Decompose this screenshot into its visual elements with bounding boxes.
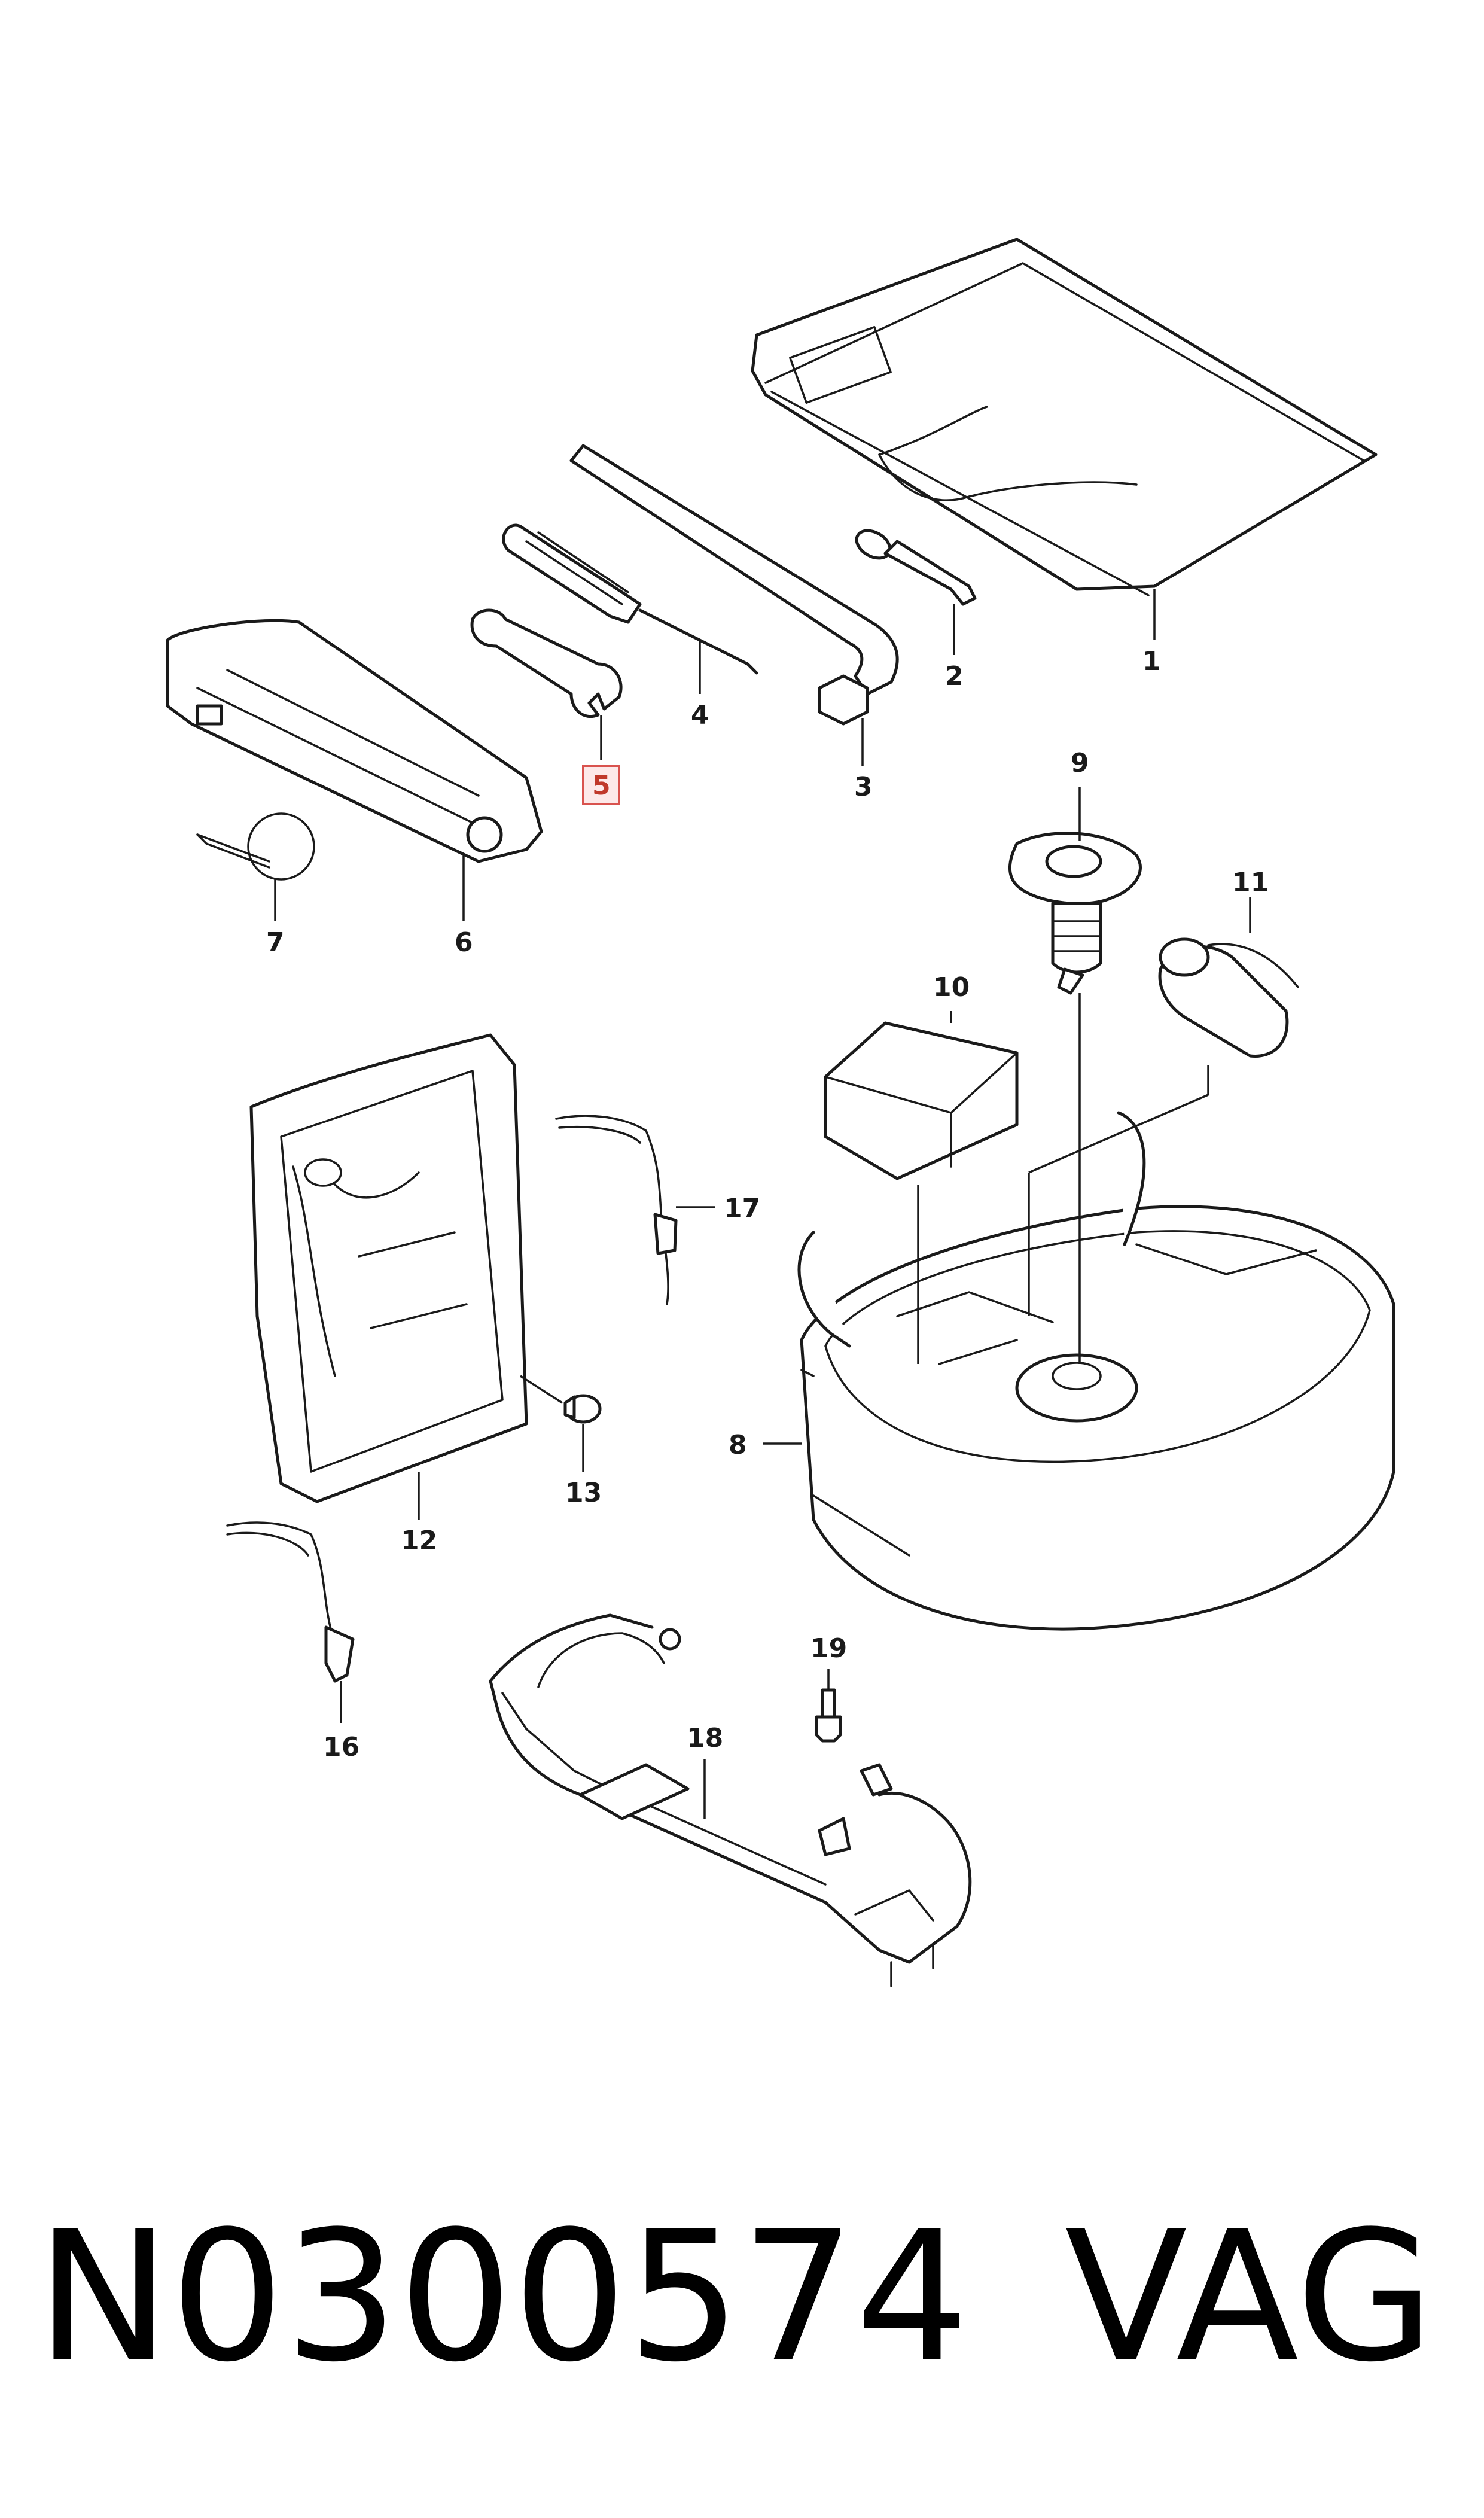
part-6-jack — [166, 619, 543, 863]
part-1-cover-board — [751, 238, 1378, 596]
part-4-screwdriver — [502, 523, 758, 675]
callout-9: 9 — [1071, 748, 1089, 778]
callout-12: 12 — [401, 1526, 437, 1556]
callout-10: 10 — [933, 972, 970, 1003]
callout-18: 18 — [687, 1723, 723, 1753]
part-12-foam-insert — [249, 1033, 528, 1503]
part-7-spring-clip — [196, 812, 315, 881]
callout-5-highlight-box — [582, 765, 620, 805]
callout-labels: 1 2 3 4 5 6 7 8 9 10 11 12 13 16 17 18 1… — [266, 646, 1269, 1762]
part-9-securing-bolt — [1008, 832, 1142, 995]
brand-text: VAG — [1065, 2193, 1435, 2401]
part-8-wheel-well-tray — [797, 1111, 1395, 1631]
part-16-strap — [226, 1521, 355, 1683]
part-11-compressor — [1158, 937, 1299, 1058]
callout-1: 1 — [1142, 646, 1161, 677]
part-number-text: N0300574 — [36, 2193, 970, 2401]
part-18-bracket — [489, 1613, 972, 1987]
callout-8: 8 — [729, 1430, 747, 1460]
callout-4: 4 — [691, 700, 709, 730]
callout-16: 16 — [323, 1732, 359, 1762]
part-3-wheel-brace — [569, 444, 899, 726]
part-17-strap — [555, 1115, 678, 1305]
callout-7: 7 — [266, 927, 285, 958]
part-5-spanner — [470, 608, 623, 718]
callout-3: 3 — [854, 772, 873, 802]
callout-6: 6 — [455, 927, 473, 958]
leader-lines — [274, 589, 1251, 1819]
part-10-box — [824, 1021, 1019, 1180]
callout-5: 5 — [592, 771, 611, 801]
callout-11: 11 — [1232, 867, 1269, 898]
part-19-bolt — [815, 1688, 842, 1743]
callout-19: 19 — [810, 1633, 847, 1664]
callout-17: 17 — [724, 1193, 760, 1224]
part-13-clip — [563, 1394, 602, 1424]
callout-13: 13 — [565, 1478, 602, 1508]
callout-2: 2 — [945, 661, 964, 692]
part-2-towing-eye — [855, 529, 977, 606]
